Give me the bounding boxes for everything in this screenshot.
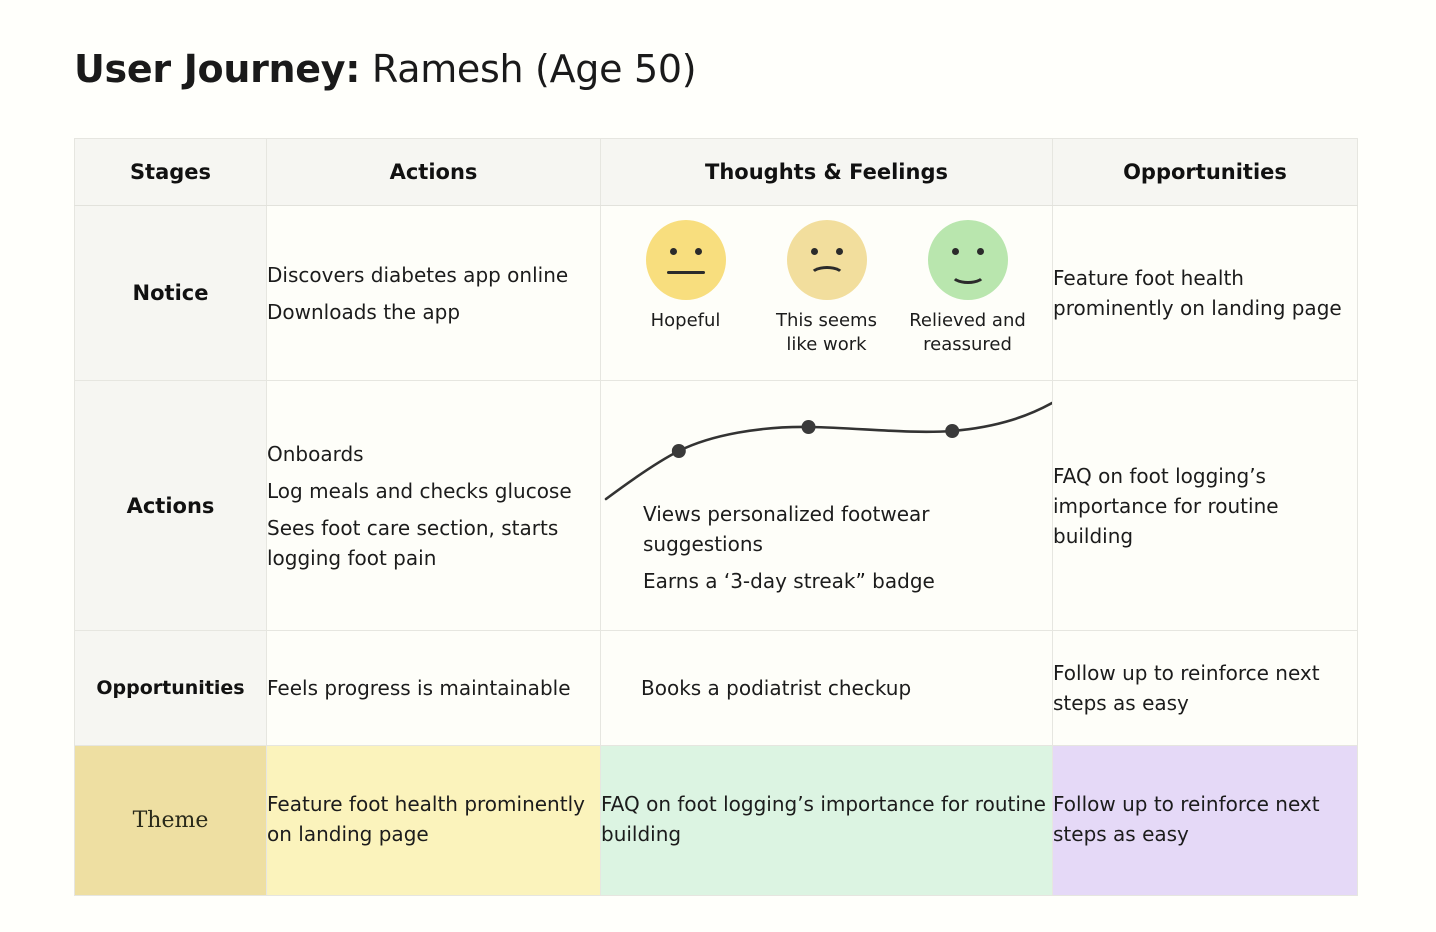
actions-line: Sees foot care section, starts logging f… xyxy=(267,515,559,570)
actions-line: Onboards xyxy=(267,441,364,466)
column-header-thoughts-feelings: Thoughts & Feelings xyxy=(600,138,1053,206)
emotion-label: Hopeful xyxy=(650,310,721,331)
curve-point xyxy=(671,444,686,458)
thoughts-cell-actions: Views personalized footwear suggestions … xyxy=(600,380,1053,631)
actions-line: Log meals and checks glucose xyxy=(267,478,572,503)
theme-row: Theme Feature foot health prominently on… xyxy=(74,745,1358,896)
theme-cell-actions: Feature foot health prominently on landi… xyxy=(266,745,601,896)
actions-cell-notice: Discovers diabetes app online Downloads … xyxy=(266,205,601,381)
table-row: Notice Discovers diabetes app online Dow… xyxy=(74,205,1358,381)
page-title: User Journey: Ramesh (Age 50) xyxy=(74,44,697,94)
eye-right xyxy=(835,248,843,255)
emotion-label: This seems like work xyxy=(776,310,877,355)
eye-left xyxy=(810,248,818,255)
opportunity-line: Follow up to reinforce next steps as eas… xyxy=(1053,661,1320,715)
thoughts-line: Views personalized footwear suggestions xyxy=(643,502,930,556)
emotion-label: Relieved and reassured xyxy=(909,310,1026,355)
happy-face-icon xyxy=(927,220,1008,300)
opportunity-line: FAQ on foot logging’s importance for rou… xyxy=(1053,463,1279,548)
thoughts-text-block: Views personalized footwear suggestions … xyxy=(643,499,1034,596)
theme-text: Follow up to reinforce next steps as eas… xyxy=(1053,791,1320,846)
thoughts-line: Books a podiatrist checkup xyxy=(641,676,912,700)
table-row: Actions Onboards Log meals and checks gl… xyxy=(74,380,1358,631)
journey-table: Stages Actions Thoughts & Feelings Oppor… xyxy=(74,138,1358,896)
mouth-neutral xyxy=(666,271,705,274)
page-title-strong: User Journey: xyxy=(74,47,361,91)
eye-right xyxy=(976,248,984,255)
column-header-opportunities: Opportunities xyxy=(1052,138,1358,206)
opportunities-cell-actions: FAQ on foot logging’s importance for rou… xyxy=(1052,380,1358,631)
stage-label-opportunities: Opportunities xyxy=(74,630,267,746)
mouth-smile xyxy=(949,264,986,284)
table-header-row: Stages Actions Thoughts & Feelings Oppor… xyxy=(74,138,1358,206)
opportunities-cell-opportunities: Follow up to reinforce next steps as eas… xyxy=(1052,630,1358,746)
actions-line: Downloads the app xyxy=(267,299,461,324)
theme-cell-opportunities: Follow up to reinforce next steps as eas… xyxy=(1052,745,1358,896)
eye-left xyxy=(669,248,677,255)
sad-face-icon xyxy=(786,220,867,300)
stage-label-notice: Notice xyxy=(74,205,267,381)
curve-point xyxy=(945,424,960,438)
thoughts-line: Earns a ‘3-day streak” badge xyxy=(643,569,935,593)
theme-text: Feature foot health prominently on landi… xyxy=(267,791,585,846)
actions-cell-opportunities: Feels progress is maintainable xyxy=(266,630,601,746)
thoughts-cell-notice: Hopeful This seems like work xyxy=(600,205,1053,381)
opportunities-cell-notice: Feature foot health prominently on landi… xyxy=(1052,205,1358,381)
emotion-item: Relieved and reassured xyxy=(904,220,1032,357)
table-row: Opportunities Feels progress is maintain… xyxy=(74,630,1358,746)
stage-label-actions: Actions xyxy=(74,380,267,631)
eye-right xyxy=(694,248,702,255)
eye-left xyxy=(951,248,959,255)
emotion-face-group: Hopeful This seems like work xyxy=(601,206,1052,380)
actions-line: Feels progress is maintainable xyxy=(267,676,571,700)
actions-line: Discovers diabetes app online xyxy=(267,262,569,287)
page-title-light: Ramesh (Age 50) xyxy=(360,47,697,91)
theme-label: Theme xyxy=(74,745,267,896)
theme-cell-thoughts: FAQ on foot logging’s importance for rou… xyxy=(600,745,1053,896)
neutral-face-icon xyxy=(645,220,726,300)
mouth-frown xyxy=(808,266,845,286)
thoughts-cell-opportunities: Books a podiatrist checkup xyxy=(600,630,1053,746)
column-header-actions: Actions xyxy=(266,138,601,206)
actions-cell-actions: Onboards Log meals and checks glucose Se… xyxy=(266,380,601,631)
curve-point xyxy=(801,420,816,434)
theme-text: FAQ on foot logging’s importance for rou… xyxy=(601,791,1046,846)
engagement-trend-curve xyxy=(604,401,1052,501)
emotion-item: This seems like work xyxy=(763,220,891,357)
emotion-item: Hopeful xyxy=(622,220,750,333)
opportunity-line: Feature foot health prominently on landi… xyxy=(1053,266,1342,320)
column-header-stages: Stages xyxy=(74,138,267,206)
